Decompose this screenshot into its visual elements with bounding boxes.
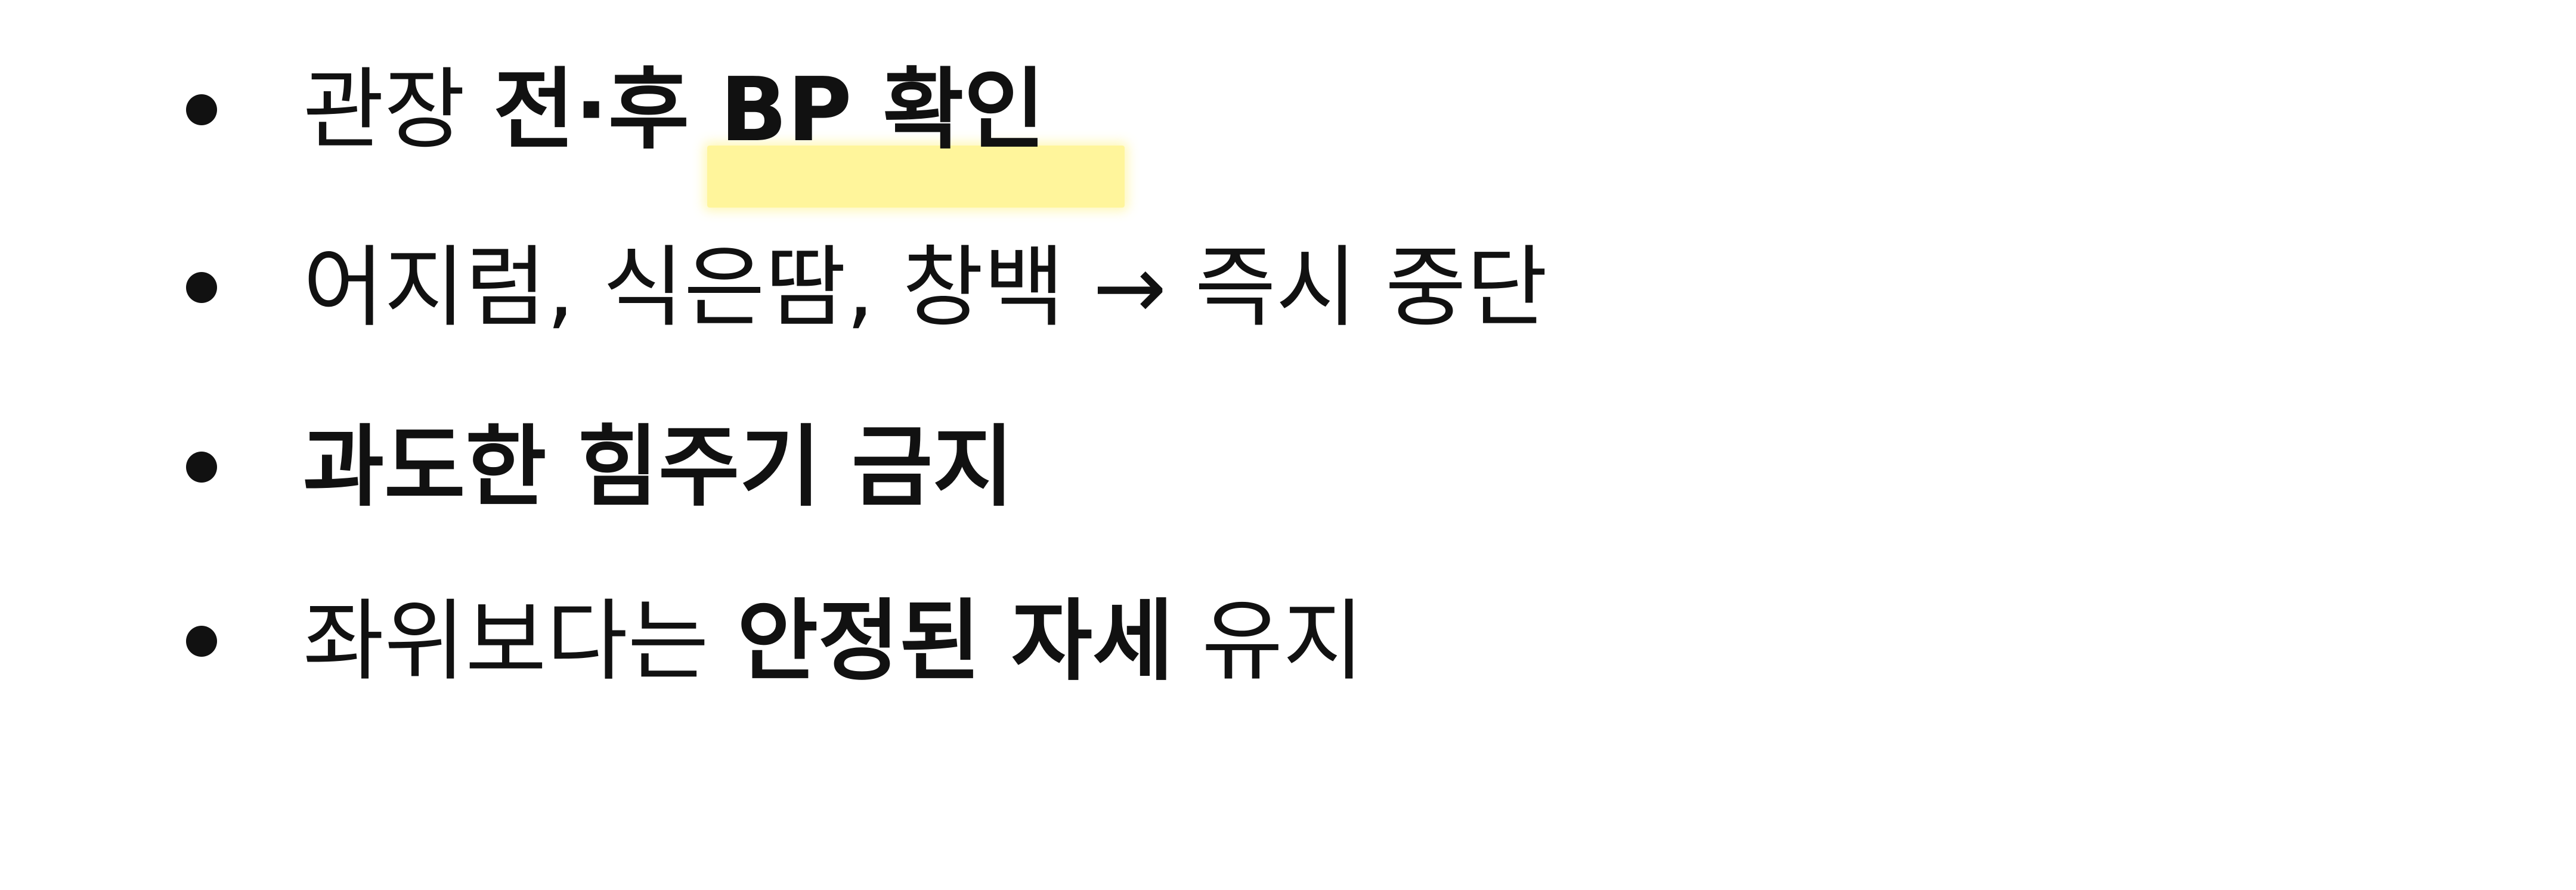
bullet-text-segment: 유지 bbox=[1174, 590, 1364, 693]
bullet-text-segment-bold: 안정된 자세 bbox=[736, 590, 1174, 693]
bullet-text: 관장 전·후 BP 확인 bbox=[303, 66, 1045, 154]
bullet-text-segment: 관장 bbox=[303, 58, 494, 161]
bullet-dot-icon bbox=[186, 94, 217, 125]
bullet-text: 어지럼, 식은땀, 창백 → 즉시 중단 bbox=[303, 243, 1547, 332]
bullet-dot-icon bbox=[186, 452, 217, 483]
bullet-text: 좌위보다는 안정된 자세 유지 bbox=[303, 597, 1364, 685]
bullet-text-segment-bold: 전·후 BP 확인 bbox=[493, 58, 1045, 161]
bullet-text-segment: 어지럼, 식은땀, 창백 → 즉시 중단 bbox=[303, 236, 1548, 339]
bullet-text: 과도한 힘주기 금지 bbox=[303, 423, 1014, 511]
bullet-dot-icon bbox=[186, 272, 217, 303]
bullet-dot-icon bbox=[186, 626, 217, 657]
bullet-text-segment: 좌위보다는 bbox=[303, 590, 737, 693]
bullet-text-segment-bold: 과도한 힘주기 금지 bbox=[303, 416, 1014, 518]
text-highlight-marker bbox=[707, 146, 1125, 208]
